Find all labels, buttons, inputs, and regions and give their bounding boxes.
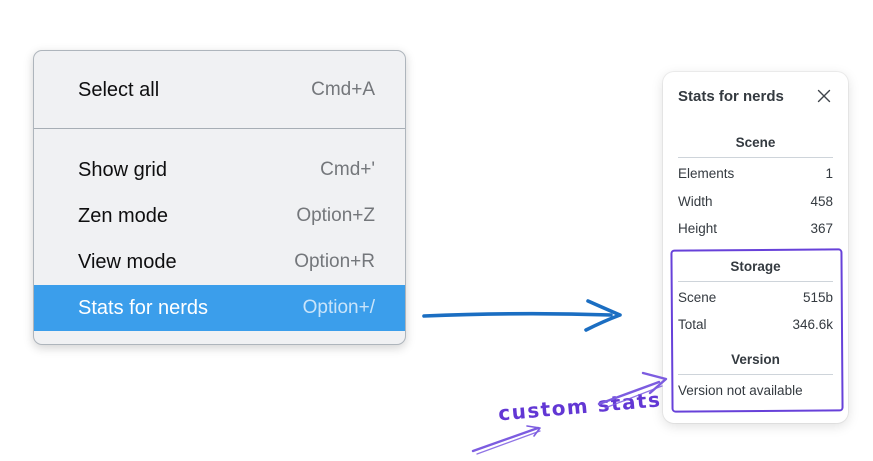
stat-row-height: Height 367: [678, 215, 833, 243]
menu-item-select-all[interactable]: Select all Cmd+A: [34, 67, 405, 113]
stat-value: 1: [825, 166, 833, 181]
close-icon: [817, 89, 831, 103]
stat-value: 346.6k: [792, 317, 833, 332]
stat-row-total-storage: Total 346.6k: [678, 311, 833, 339]
stats-panel: Stats for nerds Scene Elements 1 Width 4…: [663, 72, 848, 423]
menu-group-top: Select all Cmd+A: [34, 51, 405, 128]
menu-item-shortcut: Cmd+': [320, 159, 375, 180]
stat-value: 515b: [802, 289, 833, 305]
close-button[interactable]: [815, 87, 833, 105]
section-divider: [678, 373, 833, 375]
context-menu: Select all Cmd+A Show grid Cmd+' Zen mod…: [33, 50, 406, 345]
menu-item-shortcut: Option+Z: [296, 205, 375, 226]
annotation-custom-stats: custom stats: [497, 387, 663, 426]
menu-to-panel-arrow: [422, 299, 622, 332]
stat-label: Scene: [678, 289, 717, 305]
menu-item-label: Show grid: [78, 158, 167, 181]
menu-item-label: Zen mode: [78, 204, 169, 227]
menu-item-stats-for-nerds[interactable]: Stats for nerds Option+/: [34, 285, 405, 331]
stat-row-scene-storage: Scene 515b: [678, 284, 833, 312]
stat-label: Width: [678, 193, 713, 209]
menu-item-shortcut: Option+R: [294, 251, 375, 272]
stats-panel-title: Stats for nerds: [678, 87, 784, 105]
stat-row-width: Width 458: [678, 188, 833, 216]
stat-value: 367: [810, 221, 833, 236]
stat-label: Elements: [678, 166, 735, 181]
menu-item-shortcut: Cmd+A: [311, 79, 375, 100]
menu-item-label: View mode: [78, 250, 177, 273]
stat-label: Total: [678, 317, 707, 332]
section-heading-version: Version: [731, 351, 780, 367]
stat-value: 458: [810, 193, 833, 209]
section-heading-scene: Scene: [735, 135, 776, 150]
menu-item-zen-mode[interactable]: Zen mode Option+Z: [34, 193, 405, 239]
menu-item-label: Stats for nerds: [78, 296, 209, 319]
menu-divider: [34, 128, 405, 129]
menu-item-label: Select all: [78, 78, 160, 101]
menu-item-show-grid[interactable]: Show grid Cmd+': [34, 147, 405, 193]
section-divider: [678, 280, 833, 282]
version-status-text: Version not available: [678, 382, 803, 398]
stat-row-elements: Elements 1: [678, 160, 833, 188]
menu-group-bottom: Show grid Cmd+' Zen mode Option+Z View m…: [34, 129, 405, 344]
section-divider: [678, 157, 833, 158]
annotation-arrow-small: [471, 425, 541, 455]
stat-label: Height: [678, 221, 718, 236]
section-heading-storage: Storage: [730, 258, 781, 274]
menu-item-shortcut: Option+/: [302, 297, 375, 318]
menu-item-view-mode[interactable]: View mode Option+R: [34, 239, 405, 285]
stats-panel-header: Stats for nerds: [678, 84, 833, 108]
